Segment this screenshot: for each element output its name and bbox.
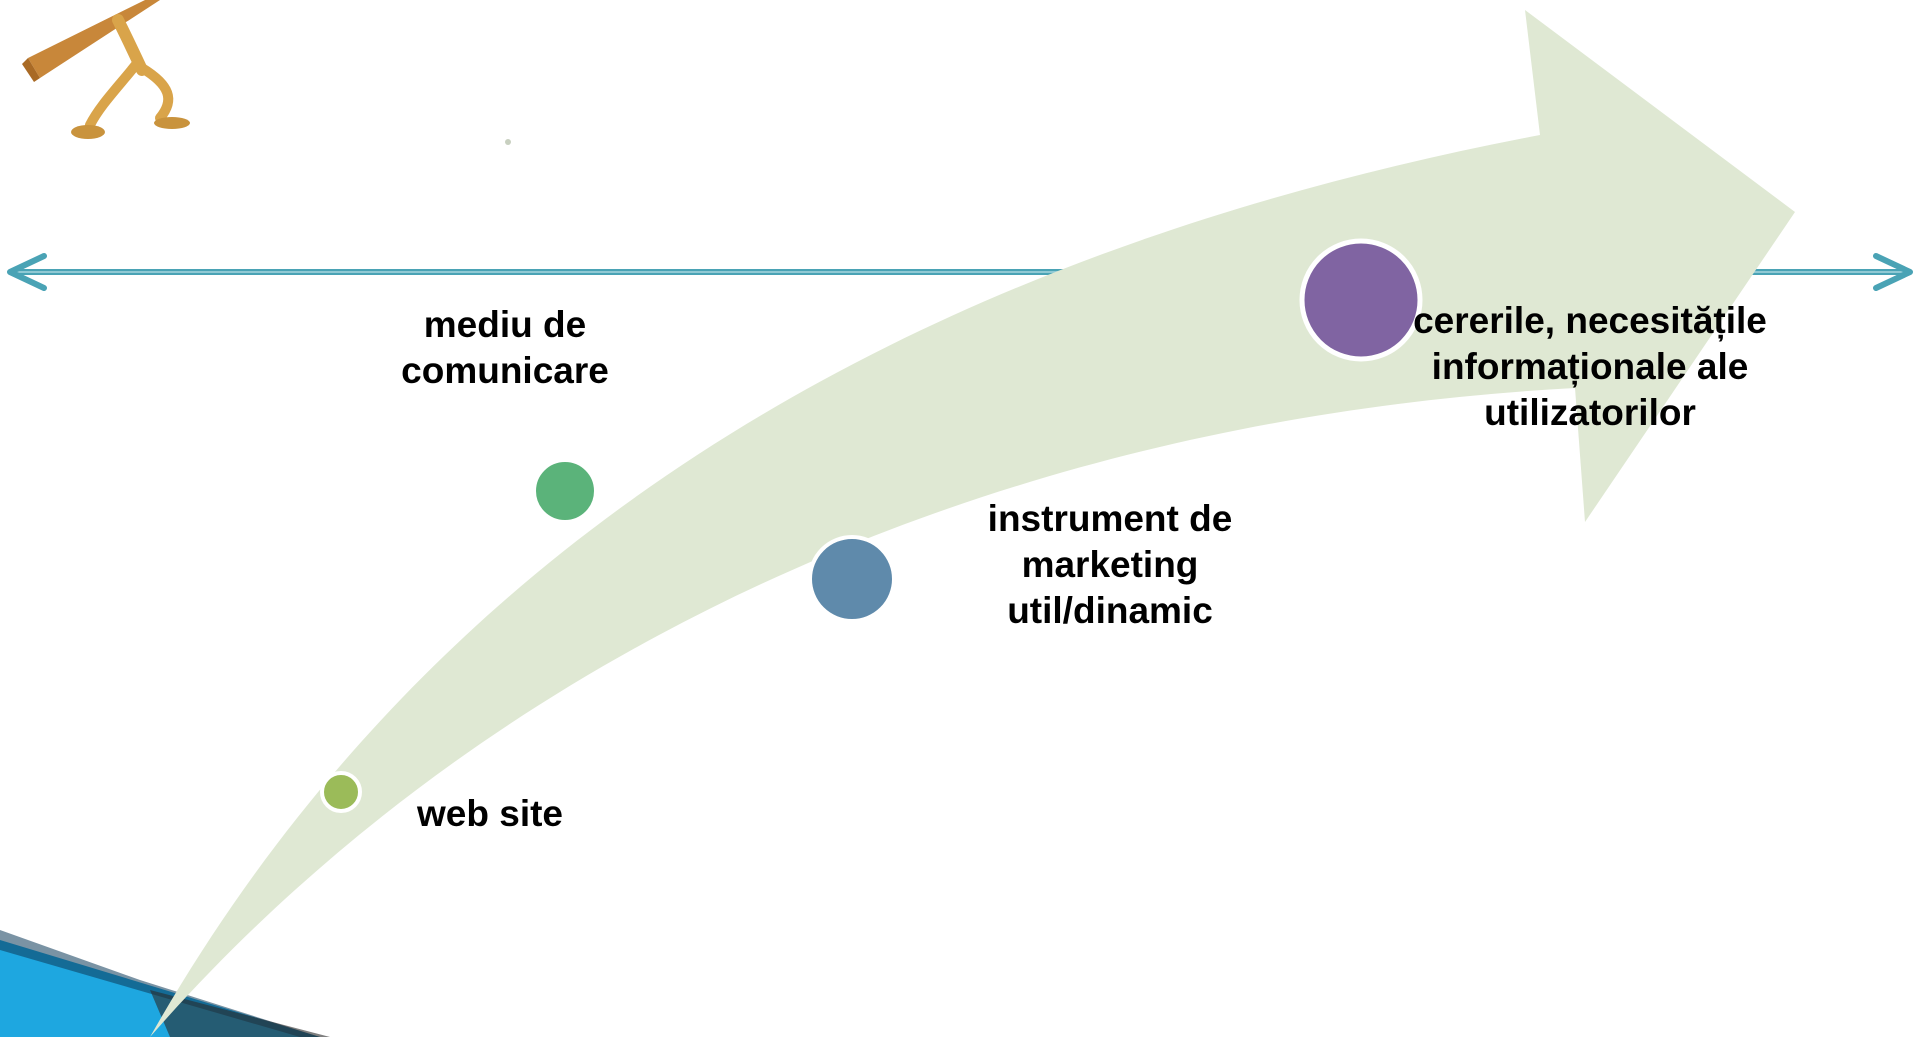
stage-label-web-site: web site — [417, 793, 563, 834]
stage-label-mediu: mediu de comunicare — [401, 304, 609, 391]
speck — [505, 139, 511, 145]
stage-node-instrument — [808, 535, 896, 623]
stage-label-instrument: instrument de marketing util/dinamic — [987, 498, 1233, 631]
wooden-figure-icon — [22, 0, 190, 139]
stage-node-web-site — [320, 771, 362, 813]
stage-label-cererile: cererile, necesitățile informaționale al… — [1413, 300, 1767, 433]
stage-node-cererile — [1299, 238, 1423, 362]
corner-decoration — [0, 930, 330, 1037]
stage-node-mediu — [532, 458, 598, 524]
